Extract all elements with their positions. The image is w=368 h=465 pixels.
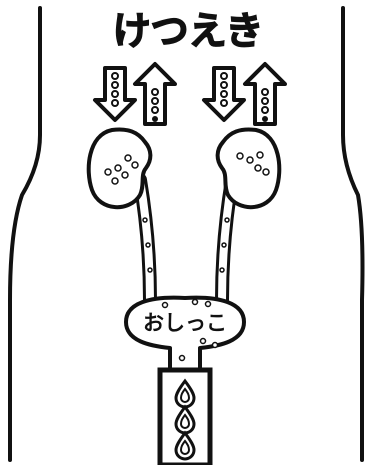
left-kidney: [86, 127, 153, 210]
left-kidney-arrows: [93, 62, 177, 126]
ureters: [133, 173, 239, 307]
right-kidney-arrows: [202, 62, 287, 126]
body-right-outline: [341, 6, 365, 462]
arrow-up-icon: [243, 62, 287, 126]
arrow-down-icon: [93, 66, 137, 122]
bladder: おしっこ: [124, 295, 246, 374]
body-left-outline: [8, 6, 42, 462]
body-outline: [8, 6, 365, 462]
arrow-up-icon: [133, 62, 177, 126]
urethra: [157, 367, 213, 465]
arrow-down-icon: [202, 66, 246, 122]
bladder-label: おしっこ: [143, 311, 227, 335]
title-text: けつえき: [113, 9, 264, 53]
right-kidney: [215, 127, 282, 210]
